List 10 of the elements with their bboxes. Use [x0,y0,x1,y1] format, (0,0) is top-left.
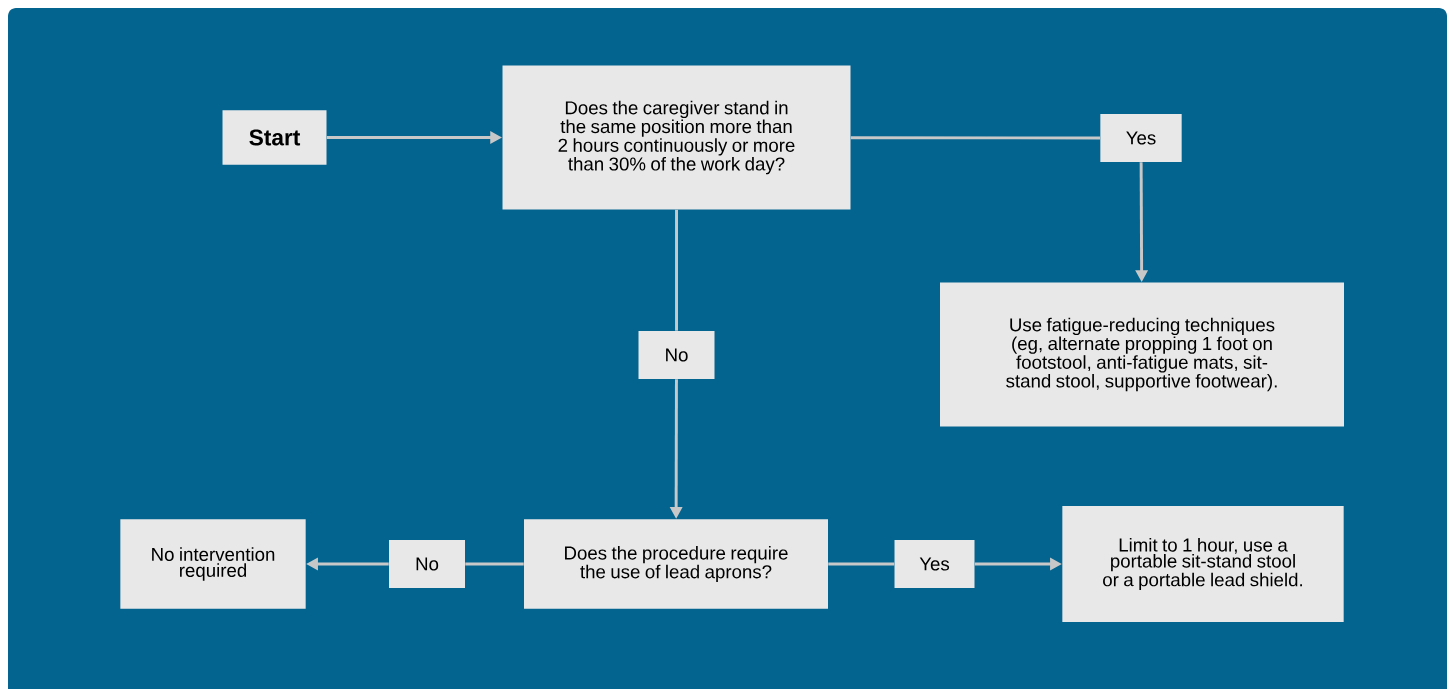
decision-box: Does the caregiver stand in the same position more than 2 hours continuously or more than 30% of the work day? [502,65,851,210]
process-box: No intervention required [120,519,306,609]
decision-box: Does the procedure require the use of lead aprons? [524,519,828,609]
start-box: Start [222,110,327,165]
label-box: No [638,331,715,379]
label-box: No [389,540,465,588]
process-box: Limit to 1 hour, use a portable sit-stand stool or a portable lead shield. [1062,506,1344,622]
process-box: Use fatigue-reducing techniques (eg, alternate propping 1 foot on footstool, anti-fatigue mats, sit-stand stool, supportive footwear). [940,282,1344,427]
label-box: Yes [894,540,975,588]
label-box: Yes [1100,114,1182,162]
